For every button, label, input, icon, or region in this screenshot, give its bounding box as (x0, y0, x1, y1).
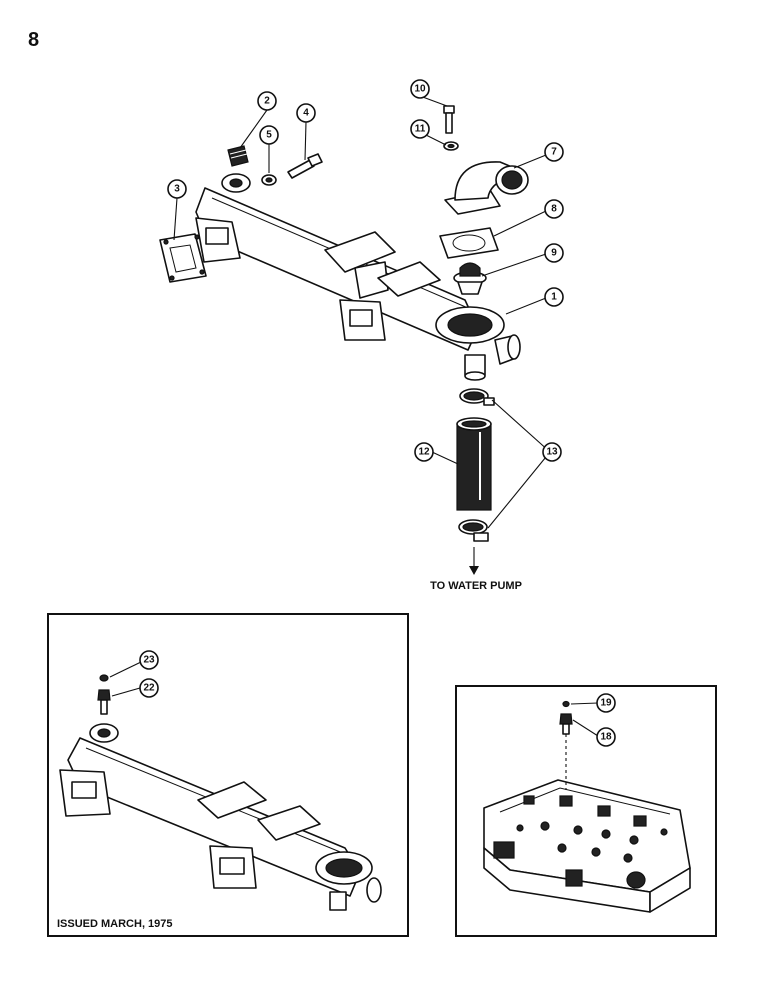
callout-8: 8 (544, 199, 564, 219)
svg-text:23: 23 (143, 655, 155, 666)
callout-11: 11 (410, 119, 430, 139)
svg-text:18: 18 (600, 732, 612, 743)
lock-washer (261, 174, 277, 186)
water-manifold-inset (59, 723, 382, 911)
washer-top (443, 141, 459, 151)
svg-text:8: 8 (551, 204, 557, 215)
callout-13: 13 (542, 442, 562, 462)
callout-18: 18 (596, 727, 616, 747)
callout-12: 12 (414, 442, 434, 462)
water-pump-arrow (469, 547, 479, 575)
cap-screw (287, 153, 323, 179)
svg-text:1: 1 (551, 292, 557, 303)
svg-text:10: 10 (414, 84, 426, 95)
svg-text:11: 11 (415, 124, 426, 135)
thermostat-gasket (439, 227, 499, 259)
water-pump-label: TO WATER PUMP (430, 580, 522, 592)
svg-text:12: 12 (418, 447, 430, 458)
hose-clamp-lower (458, 519, 489, 542)
gasket (159, 233, 207, 283)
inset-right-leaders (570, 702, 599, 737)
pipe-plug (227, 145, 249, 167)
callout-3: 3 (167, 179, 187, 199)
svg-text:13: 13 (546, 447, 558, 458)
cylinder-head (483, 716, 691, 913)
callout-5: 5 (259, 125, 279, 145)
callout-9: 9 (544, 243, 564, 263)
water-outlet-elbow (444, 161, 529, 215)
callout-4: 4 (296, 103, 316, 123)
hose-clamp-upper (459, 388, 495, 406)
inset-left-frame (47, 613, 409, 937)
callout-10: 10 (410, 79, 430, 99)
svg-text:7: 7 (551, 147, 557, 158)
water-hose (456, 417, 492, 511)
water-manifold-main (195, 173, 521, 381)
inset-right-frame (455, 685, 717, 937)
svg-text:9: 9 (551, 248, 557, 259)
callout-1: 1 (544, 287, 564, 307)
callout-7: 7 (544, 142, 564, 162)
svg-text:4: 4 (303, 108, 309, 119)
thermostat (453, 262, 487, 295)
inset-left-leaders (109, 661, 142, 697)
svg-text:19: 19 (600, 698, 612, 709)
svg-text:5: 5 (266, 130, 272, 141)
cap-screw-top (443, 105, 455, 134)
callout-23: 23 (139, 650, 159, 670)
callout-19: 19 (596, 693, 616, 713)
svg-text:22: 22 (143, 683, 155, 694)
callout-22: 22 (139, 678, 159, 698)
temperature-sender-right (559, 700, 573, 735)
temperature-sender-left (97, 674, 111, 715)
callout-2: 2 (257, 91, 277, 111)
svg-text:2: 2 (264, 96, 270, 107)
issued-date-label: ISSUED MARCH, 1975 (57, 918, 173, 930)
svg-text:3: 3 (174, 184, 180, 195)
page-number: 8 (28, 29, 39, 51)
